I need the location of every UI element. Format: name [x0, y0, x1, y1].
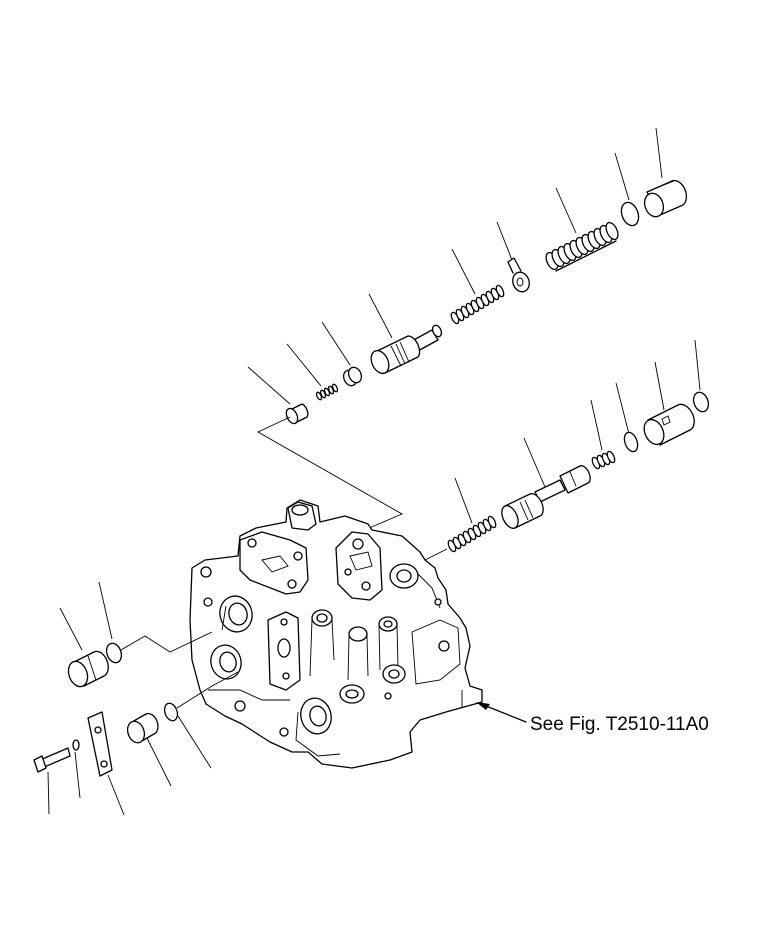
upper-small-spring [315, 383, 339, 401]
lower-valve-assembly [424, 391, 710, 561]
washer [72, 739, 80, 751]
left-plug-assembly [67, 631, 213, 688]
right-face-edge [411, 619, 461, 685]
arrowhead-icon [476, 702, 490, 710]
valve-body [189, 499, 483, 769]
bolt-hole [287, 579, 297, 589]
bolt-with-washer [33, 739, 80, 773]
upper-o-ring [620, 201, 640, 227]
left-o-ring [105, 642, 123, 664]
bolt-hole [293, 551, 303, 561]
port-boss-right [389, 563, 419, 589]
valve-body-outline [189, 499, 483, 769]
port-left-upper [219, 595, 253, 633]
reference-note-text: See Fig. T2510-11A0 [530, 714, 709, 735]
upper-small-ring [342, 366, 363, 387]
mounting-plate-right [335, 531, 383, 601]
upper-spool [370, 324, 443, 375]
upper-medium-spring [450, 284, 505, 325]
upper-large-spring [545, 221, 619, 272]
bottom-plug-assembly [126, 671, 239, 744]
reference-callout: See Fig. T2510-11A0 [476, 702, 709, 735]
lower-sleeve [643, 403, 695, 446]
lower-assembly-line [424, 548, 448, 561]
upper-valve-assembly [257, 179, 688, 533]
upper-seat [507, 257, 530, 293]
mounting-plate-left [239, 531, 309, 595]
bolt-hole [247, 538, 257, 548]
cover-plate [87, 711, 113, 777]
lower-o-ring-right [692, 391, 710, 413]
lower-o-ring [623, 431, 639, 453]
bottom-plug [126, 712, 159, 744]
bottom-port [300, 697, 332, 735]
lower-medium-spring [447, 515, 497, 553]
leader-lines [47, 127, 701, 816]
lower-spool [501, 465, 591, 529]
upper-assembly-line [257, 416, 404, 533]
upper-small-plug [285, 403, 309, 425]
bottom-boss-right [339, 664, 406, 704]
bottom-assembly-line [176, 671, 239, 709]
center-bores [309, 609, 399, 681]
lower-small-spring [591, 450, 616, 470]
bottom-o-ring [163, 702, 179, 722]
upper-plug [643, 179, 688, 218]
port-left-lower [210, 644, 242, 680]
